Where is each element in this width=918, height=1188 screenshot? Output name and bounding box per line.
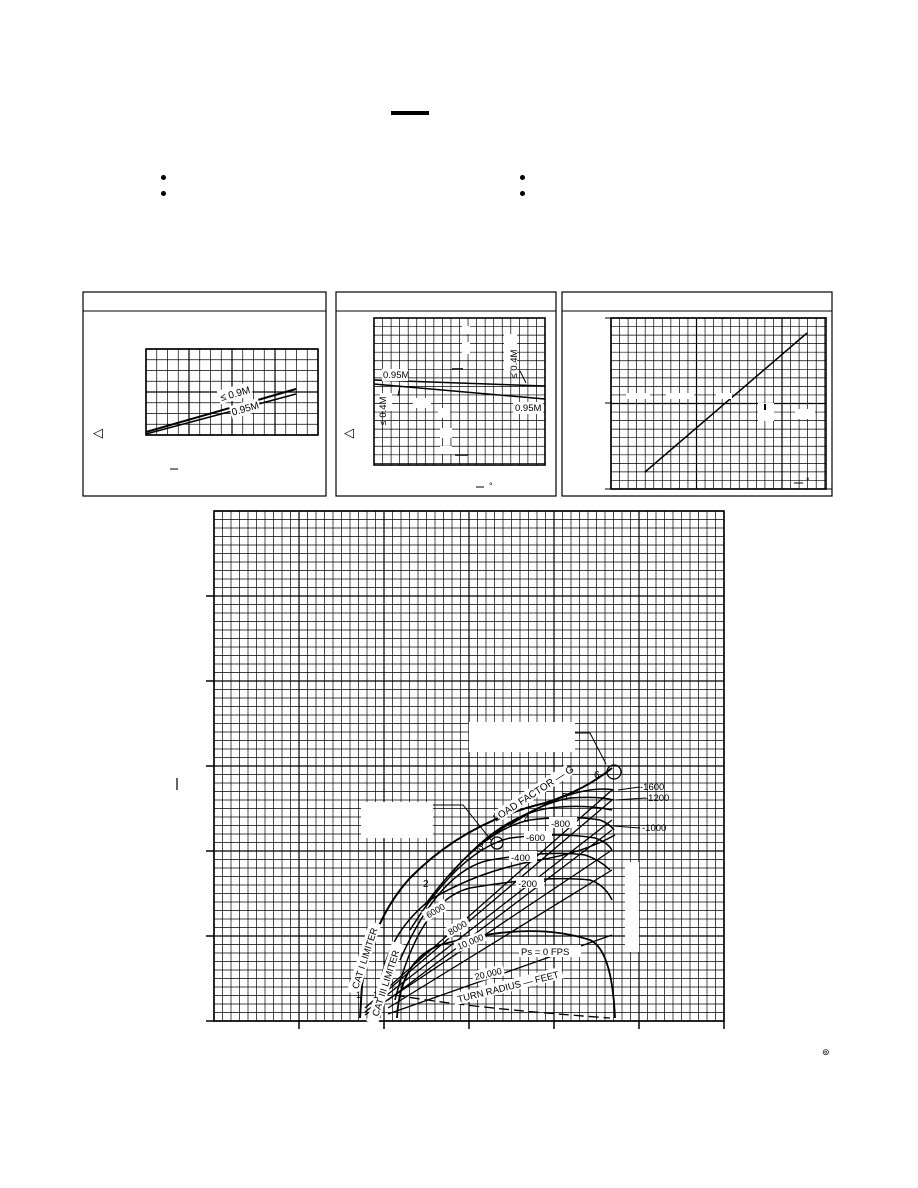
grid-border	[145, 348, 319, 436]
low-mark-1b: 1	[373, 990, 378, 1000]
panel-b-label-04-upper: ≤ 0.4M	[509, 349, 520, 378]
bullet-1	[161, 175, 166, 180]
lf-2: 2	[423, 879, 429, 890]
tr-20000: 20,000	[474, 966, 503, 982]
panel-a-delta-symbol: ◁	[93, 425, 103, 440]
panel-b-label-095-lower: 0.95M	[515, 403, 541, 414]
ps-minus-400: -400	[511, 853, 530, 864]
header-rule	[391, 111, 429, 115]
panel-c-degree: °	[806, 476, 810, 486]
panel-b: 0.95M 0.95M ≤ 0.4M ≤ 0.4M ◁ °	[335, 291, 557, 497]
panel-a-line-095	[145, 393, 297, 435]
bullet-2	[161, 191, 166, 196]
ps-minus-1000: -1000	[642, 823, 666, 834]
tr-10000: 10,000	[456, 932, 485, 952]
panel-c-line	[644, 332, 808, 473]
ps-minus-800: -800	[551, 819, 570, 830]
low-mark-1a: 1	[356, 990, 361, 1000]
panel-b-degree: °	[489, 481, 493, 491]
ps-minus-1600: -1600	[640, 782, 664, 793]
panel-b-label-095-upper: 0.95M	[383, 370, 409, 381]
grid-border	[373, 317, 546, 466]
panel-c: °	[561, 291, 833, 497]
lf-3: 3	[478, 842, 484, 853]
main-chart: LOAD FACTOR — G 2 3 4 5 6 -200 -400 -600…	[176, 510, 725, 1029]
bullet-4	[520, 191, 525, 196]
ps-zero-label: Ps = 0 FPS	[521, 947, 569, 958]
panel-a-label-09: ≤ 0.9M	[219, 385, 251, 404]
lf-5: 5	[562, 792, 568, 803]
panel-b-delta-symbol: ◁	[344, 425, 354, 440]
lf-6: 6	[594, 770, 600, 781]
panel-a: ≤ 0.9M 0.95M ◁	[82, 291, 327, 497]
panel-b-label-04-lower: ≤ 0.4M	[378, 396, 389, 425]
panel-a-line-09	[145, 388, 297, 433]
ps-minus-600: -600	[526, 833, 545, 844]
ps-minus-1200: -1200	[645, 793, 669, 804]
ps-minus-200: -200	[518, 879, 537, 890]
footer-symbol: ⊚	[822, 1047, 830, 1057]
lf-4: 4	[524, 814, 530, 825]
bullet-3	[520, 175, 525, 180]
